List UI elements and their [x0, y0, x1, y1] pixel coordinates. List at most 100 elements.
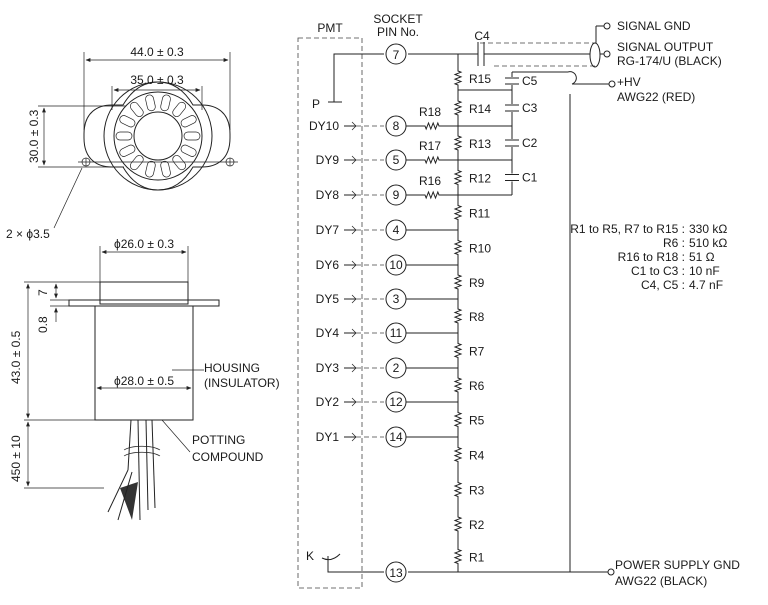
chain-resistor: [453, 230, 463, 265]
damping-resistor-label: R17: [419, 139, 441, 153]
pin-slot: [180, 144, 197, 157]
socket-pin-number: 11: [390, 326, 403, 340]
chain-resistor-label: R12: [469, 172, 491, 186]
pin-slot: [115, 131, 133, 141]
chain-resistor-label: R2: [469, 518, 485, 532]
chain-resistor-label: R3: [469, 484, 485, 498]
chain-resistor-label: R13: [469, 137, 491, 151]
socket-pin-number: 2: [393, 361, 400, 375]
dim-height: 30.0 ± 0.3: [27, 109, 41, 163]
chain-resistor: [453, 160, 463, 195]
chain-resistor: [453, 402, 463, 437]
chain-resistor-label: R1: [469, 551, 485, 565]
dim-7: 7: [36, 289, 50, 296]
chain-resistor: [453, 368, 463, 402]
hv-label-1: +HV: [617, 75, 641, 89]
dynode-label: DY6: [316, 258, 340, 272]
socket-pin-number: 9: [393, 188, 400, 202]
socket-pin-number: 10: [389, 258, 403, 272]
socket-cap: [99, 281, 189, 305]
dynode-label: DY10: [309, 119, 339, 133]
potting-label-2: COMPOUND: [192, 450, 264, 464]
value-amount: 330 kΩ: [689, 222, 727, 236]
value-name: C1 to C3 :: [631, 264, 685, 278]
value-amount: 10 nF: [689, 264, 720, 278]
chain-resistor: [453, 126, 463, 160]
chain-resistor-label: R15: [469, 72, 491, 86]
dim-body-diameter: ϕ28.0 ± 0.5: [114, 374, 174, 388]
dynode-label: DY3: [316, 361, 340, 375]
value-name: R1 to R5, R7 to R15 :: [570, 222, 685, 236]
cathode-label: K: [306, 549, 314, 563]
signal-output-label-1: SIGNAL OUTPUT: [617, 40, 714, 54]
dynode-label: DY8: [316, 188, 340, 202]
value-amount: 4.7 nF: [689, 278, 723, 292]
dim-lead-length: 450 ± 10: [9, 435, 23, 482]
dynode-label: DY4: [316, 326, 340, 340]
pin-slot: [129, 101, 144, 117]
chain-resistor-label: R8: [469, 310, 485, 324]
potting-label-1: POTTING: [192, 433, 245, 447]
chain-resistor: [453, 333, 463, 368]
chain-resistor-label: R11: [469, 207, 490, 221]
socket-pin-number: 7: [393, 48, 400, 62]
flange-outline: [83, 81, 231, 191]
hv-label-2: AWG22 (RED): [617, 90, 695, 104]
dynode-label: DY9: [316, 153, 340, 167]
housing-label-2: (INSULATOR): [204, 376, 280, 390]
value-amount: 51 Ω: [689, 250, 715, 264]
value-name: R16 to R18 :: [618, 250, 685, 264]
socket-pin-number: 3: [393, 292, 400, 306]
dim-width-outer: 44.0 ± 0.3: [130, 45, 184, 59]
dim-width-inner: 35.0 ± 0.3: [130, 73, 184, 87]
plate-label: P: [312, 97, 320, 111]
dim-08: 0.8: [36, 316, 50, 333]
socket-pin-number: 14: [389, 430, 403, 444]
socket-label-1: SOCKET: [373, 12, 423, 26]
damping-resistor: [406, 155, 458, 165]
chain-resistor-label: R14: [469, 102, 491, 116]
chain-resistor: [453, 299, 463, 333]
chain-resistor: [453, 437, 463, 472]
chain-resistor: [453, 66, 463, 90]
chain-resistor: [453, 90, 463, 126]
dynode-label: DY1: [316, 430, 340, 444]
socket-pin-number: 4: [393, 223, 400, 237]
socket-pin-number: 5: [393, 153, 400, 167]
damping-resistor: [406, 190, 458, 200]
pin-slot: [160, 94, 171, 112]
capacitor-label: C5: [522, 74, 538, 88]
pin-slots: [115, 94, 201, 178]
chain-resistor: [453, 265, 463, 299]
pin-slot: [160, 160, 171, 178]
capacitor-label: C2: [522, 136, 538, 150]
socket-top-view: 44.0 ± 0.3 35.0 ± 0.3 30.0 ± 0.3 2 × ϕ3.…: [6, 45, 238, 241]
pmt-boundary: [297, 37, 363, 589]
pin-slot: [119, 144, 136, 157]
dynode-label: DY2: [316, 395, 340, 409]
socket-pin-number: 8: [393, 119, 400, 133]
socket-pin: [385, 43, 407, 65]
value-name: C4, C5 :: [641, 278, 685, 292]
chain-resistor-label: R9: [469, 276, 485, 290]
chain-resistor: [453, 195, 463, 230]
dynode-label: DY5: [316, 292, 340, 306]
pin-slot: [180, 115, 197, 128]
damping-resistor-label: R16: [419, 174, 441, 188]
damping-resistor-label: R18: [419, 105, 441, 119]
flange-side: [68, 299, 220, 307]
pmt-label: PMT: [317, 21, 343, 35]
pin-slot: [183, 131, 201, 141]
pin-slot: [119, 115, 136, 128]
dim-side-height: 43.0 ± 0.5: [9, 330, 23, 384]
capacitor-label: C4: [474, 29, 490, 43]
housing-body: [94, 305, 194, 421]
pin-slot: [145, 160, 156, 178]
signal-gnd-label: SIGNAL GND: [617, 19, 691, 33]
capacitor-label: C1: [522, 171, 538, 185]
socket-pin: [385, 561, 407, 583]
chain-resistor: [453, 541, 463, 572]
